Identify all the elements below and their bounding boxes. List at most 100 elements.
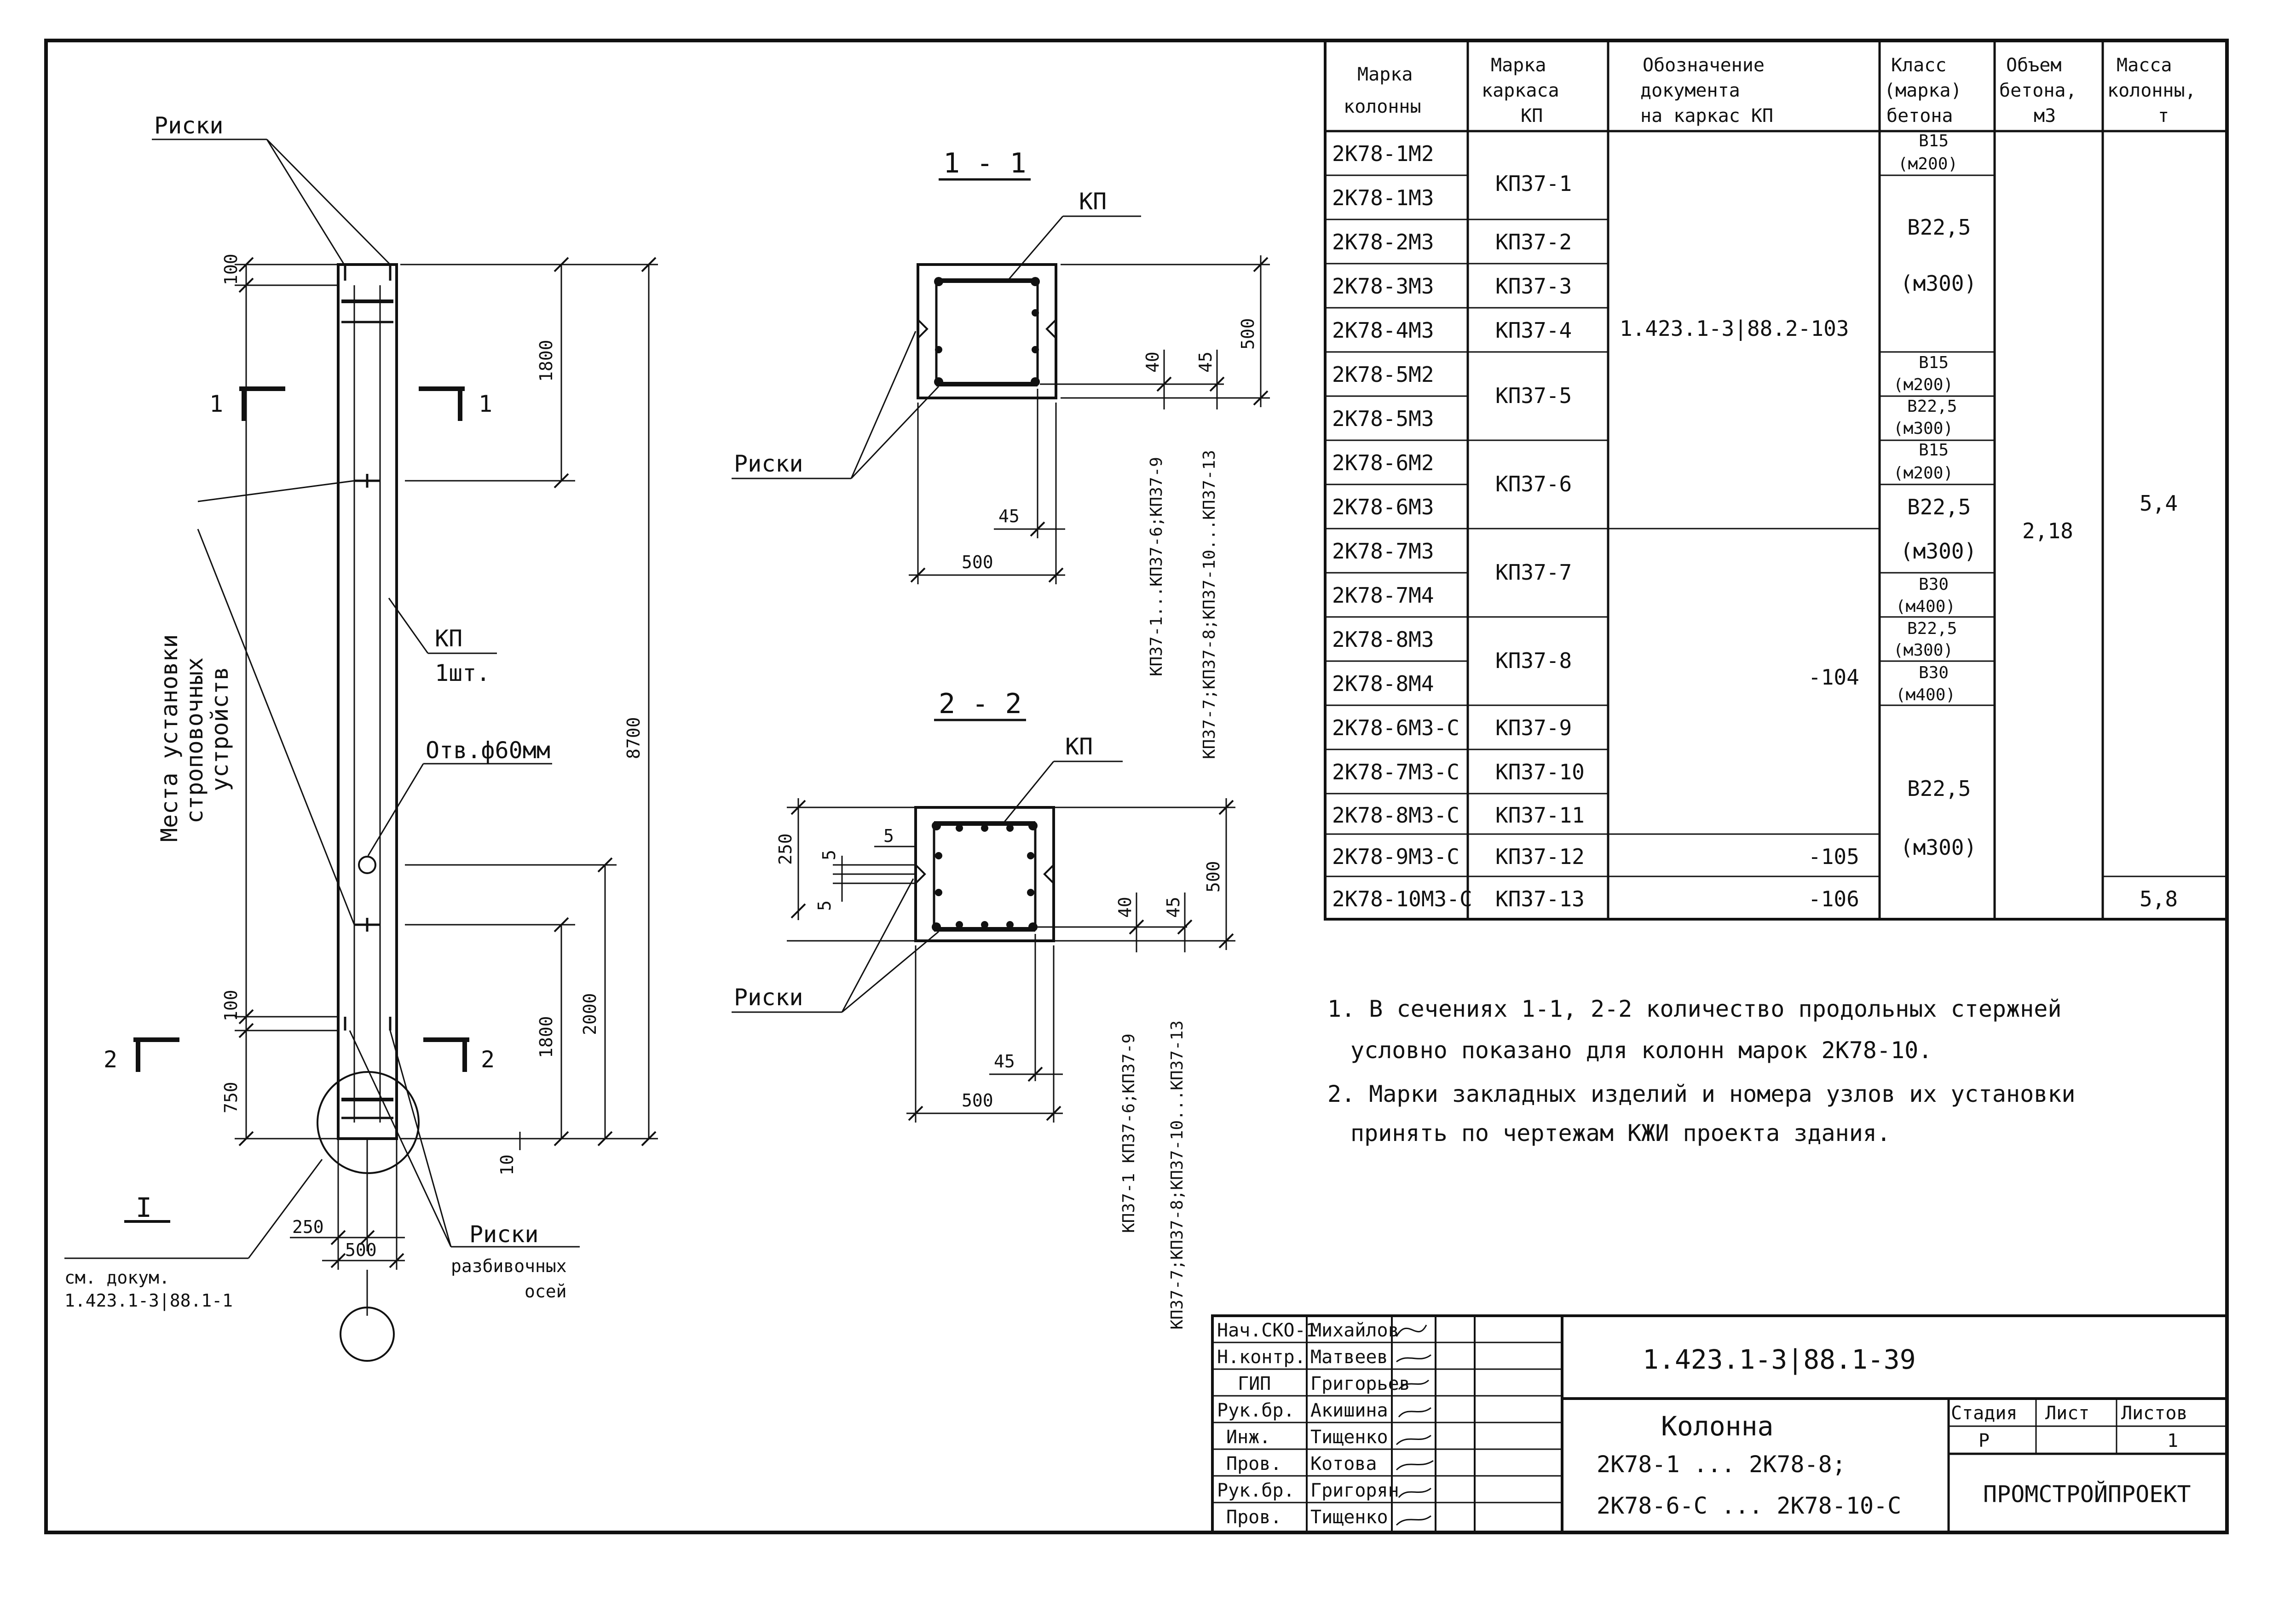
frame-cell: КП37-9	[1495, 715, 1572, 740]
s2-dim-45-right: 45	[1163, 897, 1183, 918]
dim-100-top: 100	[221, 253, 241, 285]
frame-cell: КП37-7	[1495, 560, 1572, 585]
table-column-volume-mass: 2,18 5,4 5,8	[2022, 491, 2178, 911]
mesta-line2: строповочных	[181, 657, 208, 824]
table-headers: Марка колонны Марка каркаса КП Обозначен…	[1344, 55, 2196, 127]
dim-1800-top: 1800	[536, 340, 556, 382]
row-mark: 2К78-9М3-С	[1332, 844, 1459, 869]
table-column-concrete: В15 (м200) В22,5 (м300) В15 (м200) В22,5…	[1893, 132, 1977, 860]
frame-cell: КП37-1	[1495, 171, 1572, 196]
see-doc-line2: 1.423.1-3|88.1-1	[64, 1290, 233, 1311]
role-cell: Инж.	[1226, 1427, 1270, 1448]
section-mark-2-right: 2	[481, 1046, 495, 1073]
frame-cell: КП37-4	[1495, 318, 1572, 343]
header-volume-line2: бетона,	[1999, 80, 2077, 101]
header-mass-line1: Масса	[2117, 55, 2172, 76]
section-2-2-labels: 2 - 2 КП Риски 250 5 5 5 500 40 45 45 50…	[734, 688, 1223, 1330]
header-mark-line1: Марка	[1357, 64, 1413, 85]
name-cell: Тищенко	[1310, 1427, 1388, 1448]
title-block-main: 1.423.1-3|88.1-39 Колонна 2К78-1 ... 2К7…	[1597, 1344, 2191, 1519]
header-class-line1: Класс	[1891, 55, 1946, 76]
frame-cell: КП37-10	[1495, 760, 1585, 784]
title-block-roles: Нач.СКО-1 Н.контр. ГИП Рук.бр. Инж. Пров…	[1217, 1320, 1317, 1528]
role-cell: Рук.бр.	[1217, 1400, 1295, 1421]
s1-dim-45-bottom: 45	[998, 506, 1020, 526]
section-mark-2-left: 2	[104, 1046, 117, 1073]
title-line2: 2К78-1 ... 2К78-8;	[1597, 1451, 1846, 1478]
s1-riski-label: Риски	[734, 450, 803, 477]
concrete-cell: (м400)	[1896, 685, 1955, 704]
header-mass-line2: колонны,	[2107, 80, 2196, 101]
kp-count-label: 1шт.	[435, 660, 490, 686]
frame-cell: КП37-12	[1495, 844, 1585, 869]
concrete-cell: (м300)	[1893, 419, 1953, 438]
concrete-cell: В22,5	[1907, 495, 1971, 519]
see-doc-line1: см. докум.	[64, 1267, 170, 1288]
section-mark-1-left: 1	[209, 391, 223, 417]
header-volume-line1: Объем	[2006, 55, 2061, 76]
signatures	[1396, 1325, 1434, 1526]
concrete-cell: (м300)	[1900, 835, 1977, 860]
role-cell: Пров.	[1226, 1507, 1281, 1528]
s2-dim-5c: 5	[883, 826, 894, 846]
header-frame-line2: каркаса	[1482, 80, 1559, 101]
mesta-line1: Места установки	[156, 634, 183, 842]
doc-cell: -106	[1808, 887, 1859, 911]
concrete-cell: (м400)	[1896, 597, 1955, 616]
s1-kp-list-line1: КП37-1...КП37-6;КП37-9	[1147, 457, 1166, 676]
row-mark: 2К78-3М3	[1332, 274, 1434, 299]
concrete-cell: (м300)	[1893, 641, 1953, 660]
doc-cell: 1.423.1-3|88.2-103	[1620, 316, 1849, 341]
stage-label: Стадия	[1951, 1403, 2018, 1424]
concrete-cell: (м200)	[1898, 155, 1958, 173]
section-1-1-labels: 1 - 1 КП Риски 500 40 45 45 500 КП37-1..…	[734, 147, 1258, 759]
section-mark-1-right: 1	[479, 391, 492, 417]
stage-value: Р	[1979, 1430, 1990, 1451]
riski-label-top: Риски	[154, 112, 224, 139]
s2-kp-list-line1: КП37-1 КП37-6;КП37-9	[1119, 1034, 1138, 1233]
table-column-frames: КП37-1 КП37-2 КП37-3 КП37-4 КП37-5 КП37-…	[1495, 171, 1585, 911]
concrete-cell: (м300)	[1900, 271, 1977, 296]
row-mark: 2К78-8М4	[1332, 671, 1434, 696]
row-mark: 2К78-5М3	[1332, 406, 1434, 431]
s1-kp-label: КП	[1079, 188, 1107, 215]
s2-dim-5a: 5	[819, 850, 839, 860]
section-title-1-1: 1 - 1	[943, 147, 1027, 179]
header-frame-line1: Марка	[1491, 55, 1546, 76]
volume-cell: 2,18	[2022, 518, 2073, 543]
title-block-names: Михайлов Матвеев Григорьев Акишина Тищен…	[1310, 1320, 1410, 1528]
row-mark: 2К78-7М3	[1332, 539, 1434, 564]
frame-cell: КП37-3	[1495, 274, 1572, 299]
name-cell: Матвеев	[1310, 1347, 1388, 1368]
dim-10: 10	[497, 1154, 517, 1175]
table-column-marks: 2К78-1М2 2К78-1М3 2К78-2М3 2К78-3М3 2К78…	[1332, 141, 1472, 911]
role-cell: ГИП	[1238, 1373, 1271, 1394]
concrete-cell: В30	[1919, 575, 1949, 594]
dim-1800-bottom: 1800	[536, 1016, 556, 1058]
s2-dim-500-bottom: 500	[962, 1090, 993, 1111]
concrete-cell: (м200)	[1893, 375, 1953, 394]
header-class-line3: бетона	[1886, 105, 1953, 127]
header-mark-line2: колонны	[1344, 96, 1421, 117]
mesta-line3: устройств	[207, 667, 233, 791]
row-lines-col2	[1468, 219, 1608, 877]
s1-dim-500-bottom: 500	[962, 552, 993, 572]
header-doc-line3: на каркас КП	[1640, 105, 1773, 127]
kp-label-elevation: КП	[435, 625, 462, 652]
sheets-value: 1	[2167, 1430, 2178, 1451]
concrete-cell: (м300)	[1900, 539, 1977, 564]
header-mass-line3: т	[2158, 105, 2169, 127]
note-2-line1: 2. Марки закладных изделий и номера узло…	[1327, 1081, 2076, 1107]
concrete-cell: (м200)	[1893, 464, 1953, 483]
notes: 1. В сечениях 1-1, 2-2 количество продол…	[1327, 996, 2076, 1146]
note-1-line1: 1. В сечениях 1-1, 2-2 количество продол…	[1327, 996, 2061, 1022]
razbiv-line2: осей	[525, 1281, 567, 1302]
concrete-cell: В15	[1919, 353, 1949, 372]
sheet-label: Лист	[2045, 1403, 2089, 1424]
s2-dim-5b: 5	[814, 900, 835, 911]
doc-cell: -104	[1808, 665, 1859, 690]
s1-kp-list-line2: КП37-7;КП37-8;КП37-10...КП37-13	[1200, 450, 1219, 759]
frame-cell: КП37-6	[1495, 472, 1572, 496]
node-mark: I	[136, 1192, 152, 1223]
frame-cell: КП37-2	[1495, 230, 1572, 254]
